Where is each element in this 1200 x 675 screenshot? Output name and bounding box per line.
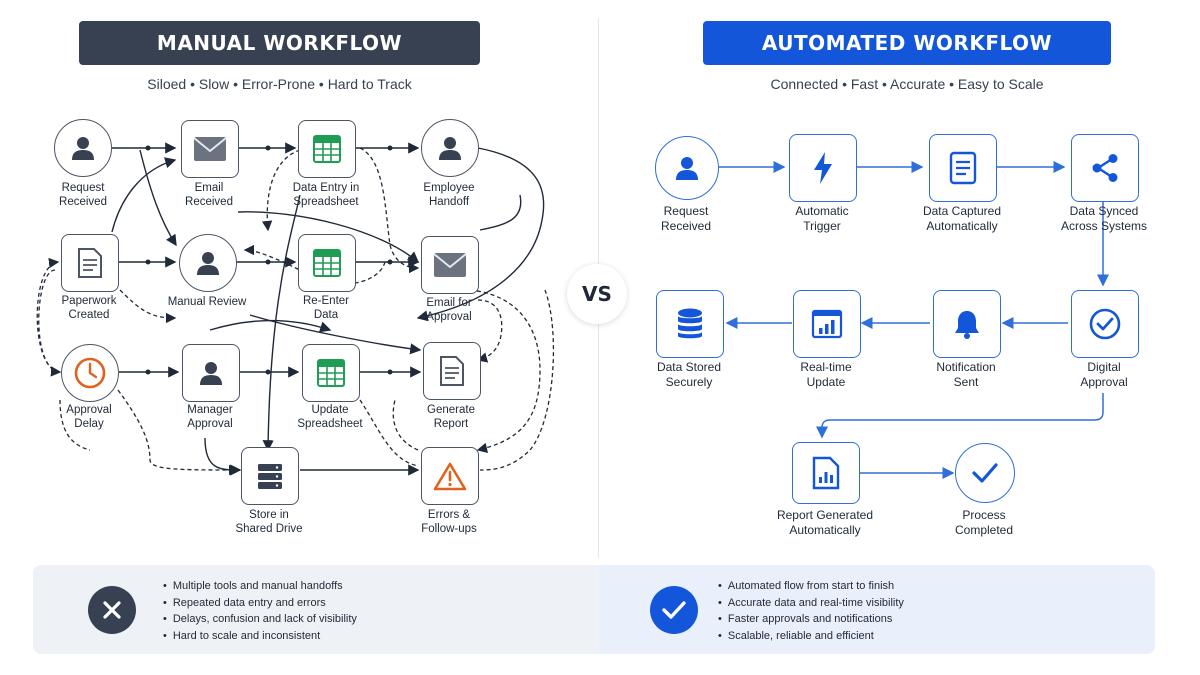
user-icon	[439, 137, 461, 160]
employee-handoff-node	[421, 119, 479, 177]
paperwork-created-node	[61, 234, 119, 292]
user-icon	[197, 252, 219, 275]
check-icon	[972, 463, 998, 483]
errors-followups-node	[421, 447, 479, 505]
user-icon	[676, 157, 698, 180]
request-received-node	[54, 119, 112, 177]
notification-sent-node	[933, 290, 1001, 358]
lightning-icon	[814, 152, 832, 184]
bar-chart-icon	[811, 309, 843, 339]
digital-approval-node	[1071, 290, 1139, 358]
vs-badge: VS	[567, 264, 627, 324]
server-icon	[258, 464, 282, 489]
document-icon	[78, 248, 102, 278]
manual-workflow-title: MANUAL WORKFLOW	[79, 21, 480, 65]
x-badge	[88, 586, 136, 634]
manual-review-label: Manual Review	[167, 296, 247, 308]
approval-delay-node	[61, 344, 119, 402]
re-enter-data-node	[298, 234, 356, 292]
list-item: Accurate data and real-time visibility	[718, 595, 904, 612]
list-item: Scalable, reliable and efficient	[718, 628, 904, 645]
list-item: Delays, confusion and lack of visibility	[163, 611, 357, 628]
update-spreadsheet-node	[302, 344, 360, 402]
check-badge	[650, 586, 698, 634]
close-icon	[103, 601, 121, 619]
manual-workflow-subtitle: Siloed • Slow • Error-Prone • Hard to Tr…	[147, 76, 412, 92]
database-icon	[678, 308, 702, 339]
bell-icon	[955, 311, 979, 339]
check-icon	[662, 601, 686, 619]
data-entry-spreadsheet-node	[298, 120, 356, 178]
email-received-node	[181, 120, 239, 178]
list-item: Faster approvals and notifications	[718, 611, 904, 628]
document-icon	[440, 356, 464, 386]
list-item: Hard to scale and inconsistent	[163, 628, 357, 645]
automatic-trigger-node	[789, 134, 857, 202]
manual-summary-list: Multiple tools and manual handoffs Repea…	[163, 578, 357, 644]
data-synced-node	[1071, 134, 1139, 202]
automated-summary-list: Automated flow from start to finish Accu…	[718, 578, 904, 644]
real-time-update-node	[793, 290, 861, 358]
manager-approval-node	[182, 344, 240, 402]
store-shared-drive-node	[241, 447, 299, 505]
list-item: Repeated data entry and errors	[163, 595, 357, 612]
share-icon	[1092, 154, 1118, 182]
auto-request-received-node	[655, 136, 719, 200]
email-for-approval-node	[421, 236, 479, 294]
user-icon	[72, 137, 94, 160]
warning-icon	[433, 462, 467, 491]
errors-followups-label: Errors &Follow-ups	[421, 509, 477, 535]
data-stored-node	[656, 290, 724, 358]
automated-workflow-subtitle: Connected • Fast • Accurate • Easy to Sc…	[770, 76, 1044, 92]
report-generated-node	[792, 442, 860, 504]
document-icon	[949, 151, 977, 185]
spreadsheet-icon	[317, 359, 345, 387]
generate-report-node	[423, 342, 481, 400]
spreadsheet-icon	[313, 249, 341, 277]
automated-workflow-title: AUTOMATED WORKFLOW	[703, 21, 1111, 65]
manual-review-node	[179, 234, 237, 292]
data-captured-node	[929, 134, 997, 202]
user-icon	[200, 362, 222, 385]
envelope-icon	[433, 253, 467, 277]
spreadsheet-icon	[313, 135, 341, 163]
list-item: Multiple tools and manual handoffs	[163, 578, 357, 595]
clock-icon	[74, 357, 106, 389]
process-completed-node	[955, 443, 1015, 503]
envelope-icon	[193, 137, 227, 161]
report-icon	[812, 456, 840, 490]
list-item: Automated flow from start to finish	[718, 578, 904, 595]
check-circle-icon	[1089, 308, 1121, 340]
